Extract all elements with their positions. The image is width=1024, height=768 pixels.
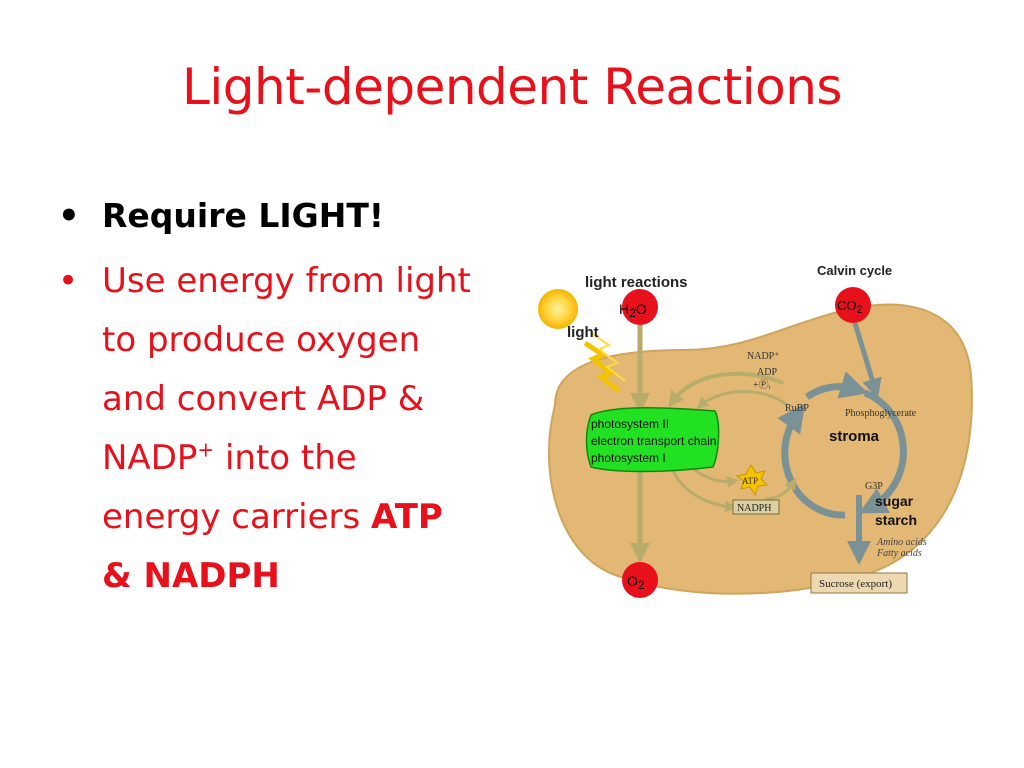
nadph-flow-arrow bbox=[671, 470, 737, 513]
pi-label: +Ⓟᵢ bbox=[753, 379, 771, 391]
stroma-label: stroma bbox=[829, 428, 880, 445]
calvin-cycle-label: Calvin cycle bbox=[817, 263, 892, 278]
sugar-label: sugar bbox=[875, 493, 914, 509]
bullet-use-energy: • Use energy from light to produce oxyge… bbox=[58, 252, 478, 606]
bullet-list: • Require LIGHT! • Use energy from light… bbox=[58, 190, 478, 616]
bullet-text-pre: Use energy from light to produce oxygen … bbox=[102, 261, 471, 478]
adp-label: ADP bbox=[757, 367, 777, 378]
h2o-label: H2O bbox=[619, 301, 647, 320]
light-label: light bbox=[567, 324, 599, 341]
h2o-circle bbox=[622, 289, 658, 325]
nadp-return-arrow bbox=[668, 371, 784, 408]
starch-label: starch bbox=[875, 512, 917, 528]
thylakoid-membrane bbox=[585, 407, 720, 473]
o2-circle bbox=[622, 562, 658, 598]
bullet-text-mid: into the energy carriers bbox=[102, 438, 372, 537]
light-bolt-icon bbox=[590, 332, 626, 382]
slide-title: Light-dependent Reactions bbox=[182, 58, 842, 116]
atp-star-icon bbox=[735, 464, 769, 497]
thylakoid-label-photosystem-ii: photosystem II bbox=[591, 417, 669, 431]
o2-label: O2 bbox=[627, 573, 645, 592]
fatty-acids-label: Fatty acids bbox=[876, 548, 922, 559]
light-reactions-label: light reactions bbox=[585, 274, 688, 291]
bullet-dot: • bbox=[58, 261, 79, 301]
g3p-label: G3P bbox=[865, 481, 883, 492]
adp-return-arrow bbox=[696, 390, 788, 409]
bullet-superscript: + bbox=[197, 437, 215, 462]
energy-to-cycle-arrow bbox=[764, 477, 797, 501]
nadp-plus-label: NADP⁺ bbox=[747, 351, 780, 362]
atp-label: ATP bbox=[742, 476, 758, 486]
photosynthesis-diagram: H2O O2 CO2 photosystem II electron trans… bbox=[538, 263, 973, 598]
sun-icon bbox=[538, 289, 578, 329]
calvin-cycle-arrow bbox=[804, 371, 869, 400]
calvin-cycle-arrow bbox=[858, 389, 907, 514]
amino-acids-label: Amino acids bbox=[876, 537, 927, 548]
bullet-text-strong: ATP & NADPH bbox=[102, 497, 443, 596]
phosphoglycerate-label: Phosphoglycerate bbox=[845, 408, 917, 419]
thylakoid-label-photosystem-i: photosystem I bbox=[591, 451, 666, 465]
thylakoid-label-etc: electron transport chain bbox=[591, 434, 716, 448]
bullet-text: Require LIGHT! bbox=[102, 196, 384, 235]
co2-circle bbox=[835, 287, 871, 323]
bullet-require-light: • Require LIGHT! bbox=[58, 190, 478, 242]
sucrose-label: Sucrose (export) bbox=[819, 578, 892, 590]
co2-flow-arrow bbox=[852, 322, 882, 399]
bullet-dot: • bbox=[58, 196, 80, 236]
rubp-label: RuBP bbox=[785, 403, 809, 414]
sucrose-box bbox=[810, 572, 908, 594]
co2-label: CO2 bbox=[837, 298, 863, 316]
light-bolt-icon bbox=[583, 340, 621, 393]
nadph-label: NADPH bbox=[737, 503, 771, 514]
nadph-box bbox=[732, 499, 780, 515]
